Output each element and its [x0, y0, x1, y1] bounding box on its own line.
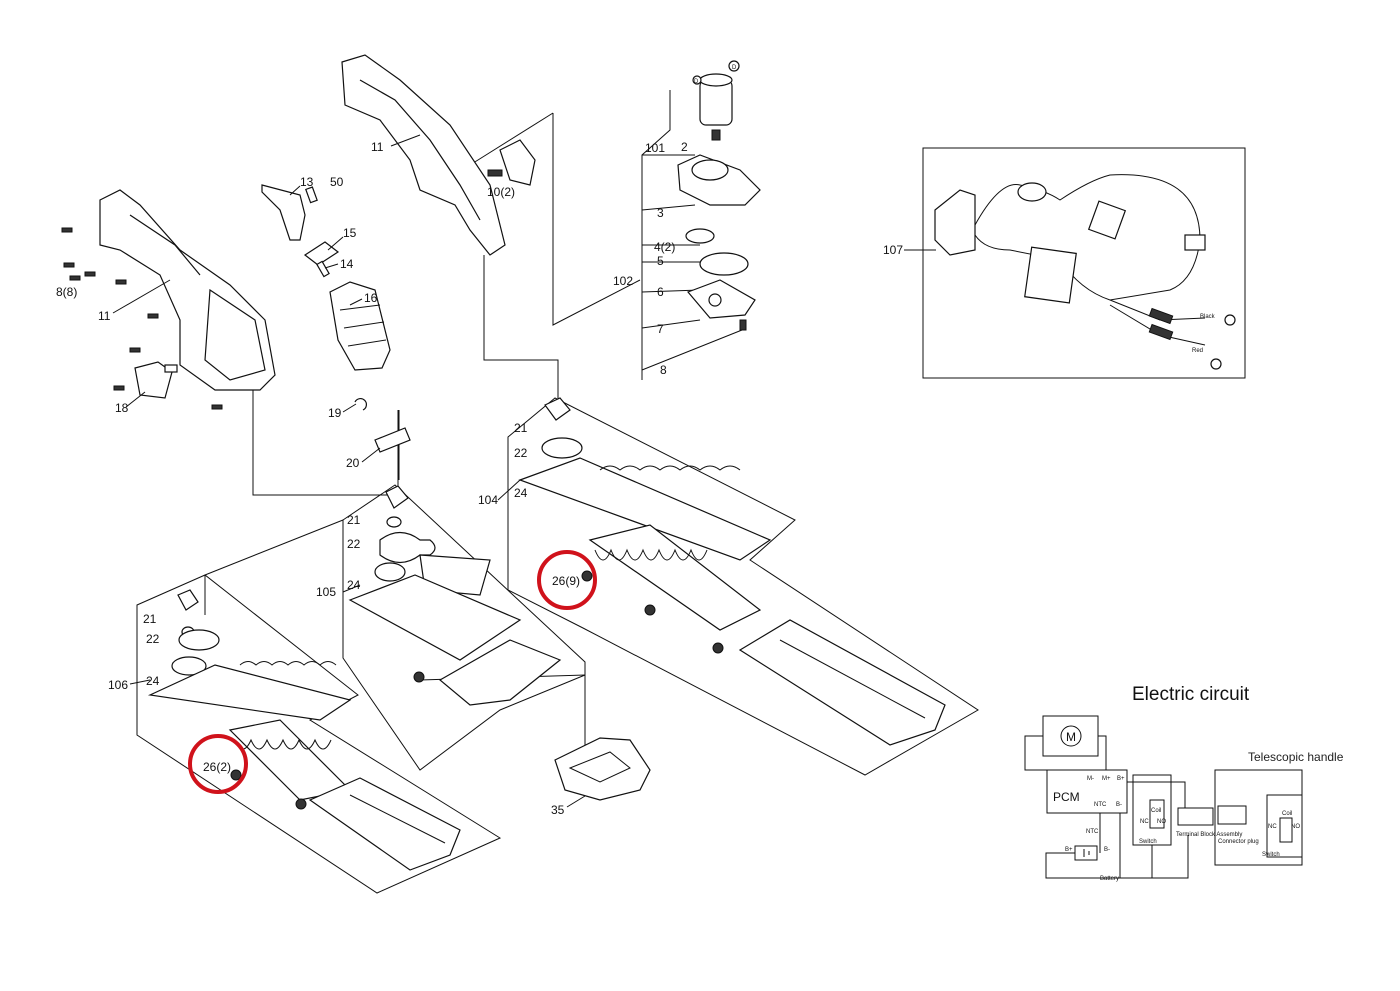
label-102: 102 — [613, 274, 633, 288]
terminal-block-label: Terminal Block Assembly — [1176, 832, 1242, 838]
label-6: 6 — [657, 285, 664, 299]
circuit-title: Electric circuit — [1132, 684, 1250, 705]
label-107: 107 — [883, 243, 903, 257]
label-15: 15 — [343, 226, 357, 240]
pin-ntc: NTC — [1094, 802, 1107, 808]
clip-19 — [354, 398, 367, 411]
part-labels: 8(8) 11 11 13 50 15 14 16 10(2) 18 19 20… — [56, 65, 1216, 817]
highlight-circle-26-9 — [537, 550, 597, 610]
label-3: 3 — [657, 206, 664, 220]
label-22-a: 22 — [514, 446, 528, 460]
highlight-markers — [188, 550, 597, 794]
grouping-lines — [136, 90, 979, 894]
coil-label-2: Coil — [1282, 811, 1292, 817]
label-21-b: 21 — [347, 513, 361, 527]
label-8b: 8 — [660, 363, 667, 377]
label-26-2: 26(2) — [203, 760, 231, 774]
pin-m-plus: M+ — [1102, 776, 1111, 782]
blade-kit-105 — [348, 485, 562, 706]
main-housing-top — [341, 54, 506, 256]
ntc-label: NTC — [1086, 829, 1099, 835]
label-16: 16 — [364, 291, 378, 305]
label-13: 13 — [300, 175, 314, 189]
no-label-2: NO — [1291, 824, 1300, 830]
connector-plug-label: Connector plug — [1218, 839, 1259, 845]
electric-circuit: Electric circuit Telescopic handle M PCM… — [1024, 684, 1344, 882]
label-d-motor-2: D — [694, 79, 699, 85]
label-24-a: 24 — [514, 486, 528, 500]
nc-label-1: NC — [1140, 819, 1149, 825]
label-d-motor-1: D — [732, 65, 737, 71]
nc-label-2: NC — [1268, 824, 1277, 830]
label-19: 19 — [328, 406, 342, 420]
label-10: 10(2) — [487, 185, 515, 199]
label-22-c: 22 — [146, 632, 160, 646]
label-8: 8(8) — [56, 285, 77, 299]
blade-kit-106 — [147, 589, 461, 871]
leader-lines — [112, 134, 936, 808]
screws-8 — [61, 227, 223, 410]
pin-m-minus: M- — [1087, 776, 1094, 782]
grip-cover — [329, 281, 391, 371]
label-red-wire: Red — [1192, 348, 1203, 354]
wiring-harness-box — [922, 147, 1246, 379]
label-105: 105 — [316, 585, 336, 599]
pin-b-plus: B+ — [1117, 776, 1125, 782]
motor-symbol: M — [1066, 730, 1076, 744]
label-11-top: 11 — [371, 140, 384, 154]
label-22-b: 22 — [347, 537, 361, 551]
label-7: 7 — [657, 322, 664, 336]
label-106: 106 — [108, 678, 128, 692]
highlight-circle-26-2 — [188, 734, 248, 794]
label-24-c: 24 — [146, 674, 160, 688]
label-black-wire: Black — [1200, 314, 1216, 320]
label-18: 18 — [115, 401, 129, 415]
label-20: 20 — [346, 456, 360, 470]
no-label-1: NO — [1157, 819, 1166, 825]
label-35: 35 — [551, 803, 565, 817]
motor-gearbox — [677, 60, 761, 331]
handle-housing-left — [99, 189, 276, 391]
battery-connector — [134, 361, 178, 399]
pin-b-minus: B- — [1116, 802, 1122, 808]
lock-button — [303, 241, 340, 278]
label-5: 5 — [657, 254, 664, 268]
blade-kit-104 — [518, 397, 946, 746]
switch-lever — [261, 184, 318, 241]
telescopic-handle-label: Telescopic handle — [1248, 750, 1344, 764]
label-14: 14 — [340, 257, 354, 271]
label-4: 4(2) — [654, 240, 675, 254]
switch-label-1: Switch — [1139, 839, 1157, 845]
pcm-label: PCM — [1053, 790, 1080, 804]
label-104: 104 — [478, 493, 498, 507]
battery-b-plus: B+ — [1065, 847, 1073, 853]
switch-label-2: Switch — [1262, 852, 1280, 858]
label-11-left: 11 — [98, 309, 111, 323]
battery-b-minus: B- — [1104, 847, 1110, 853]
label-26-9: 26(9) — [552, 574, 580, 588]
battery-label: Battery — [1100, 876, 1119, 882]
label-50: 50 — [330, 175, 344, 189]
switch-cover-top — [487, 139, 536, 186]
label-24-b: 24 — [347, 578, 361, 592]
label-21-c: 21 — [143, 612, 157, 626]
label-2: 2 — [681, 140, 688, 154]
label-101: 101 — [645, 141, 665, 155]
part-35 — [554, 737, 651, 801]
label-21-a: 21 — [514, 421, 528, 435]
block-20 — [374, 427, 411, 453]
coil-label-1: Coil — [1151, 808, 1161, 814]
